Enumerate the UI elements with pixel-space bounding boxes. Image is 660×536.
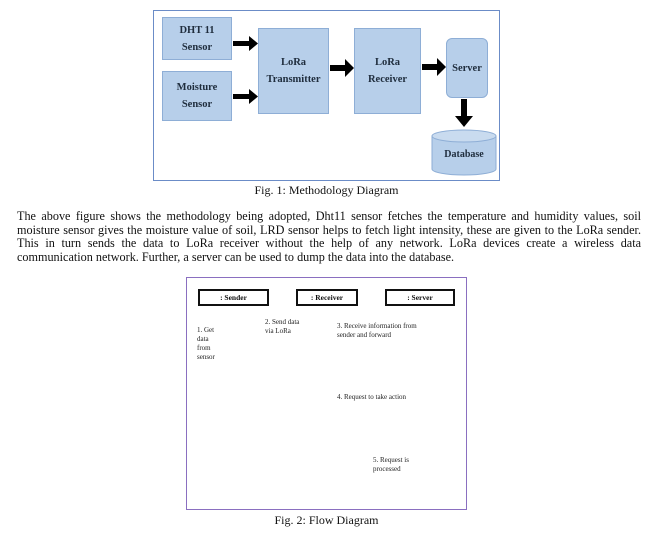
moisture-to-transmitter-arrow [233, 89, 258, 104]
step-1-note: 1. Get data from sensor [197, 326, 215, 361]
sender-lifeline-box: : Sender [198, 289, 269, 306]
figure-2-caption: Fig. 2: Flow Diagram [274, 513, 379, 527]
step-5-note: 5. Request is processed [373, 456, 409, 473]
body-paragraph: The above figure shows the methodology b… [17, 209, 641, 264]
database-cylinder-icon [431, 129, 497, 176]
transmitter-to-receiver-arrow [330, 59, 354, 77]
database-label: Database [444, 149, 484, 160]
step-3-note: 3. Receive information from sender and f… [337, 322, 417, 339]
dht11-to-transmitter-arrow [233, 36, 258, 51]
figure-2-frame [186, 277, 467, 510]
lora-transmitter-block: LoRa Transmitter [258, 28, 329, 114]
server-block: Server [446, 38, 488, 98]
step-4-note: 4. Request to take action [337, 393, 407, 401]
step-2-note: 2. Send data via LoRa [265, 318, 300, 335]
figure-1-caption: Fig. 1: Methodology Diagram [254, 183, 399, 197]
dht11-sensor-block: DHT 11 Sensor [162, 17, 232, 60]
moisture-sensor-block: Moisture Sensor [162, 71, 232, 121]
server-lifeline-box: : Server [385, 289, 455, 306]
receiver-to-server-arrow [422, 58, 446, 76]
lora-receiver-block: LoRa Receiver [354, 28, 421, 114]
server-to-database-arrow [455, 99, 473, 127]
receiver-lifeline-box: : Receiver [296, 289, 358, 306]
